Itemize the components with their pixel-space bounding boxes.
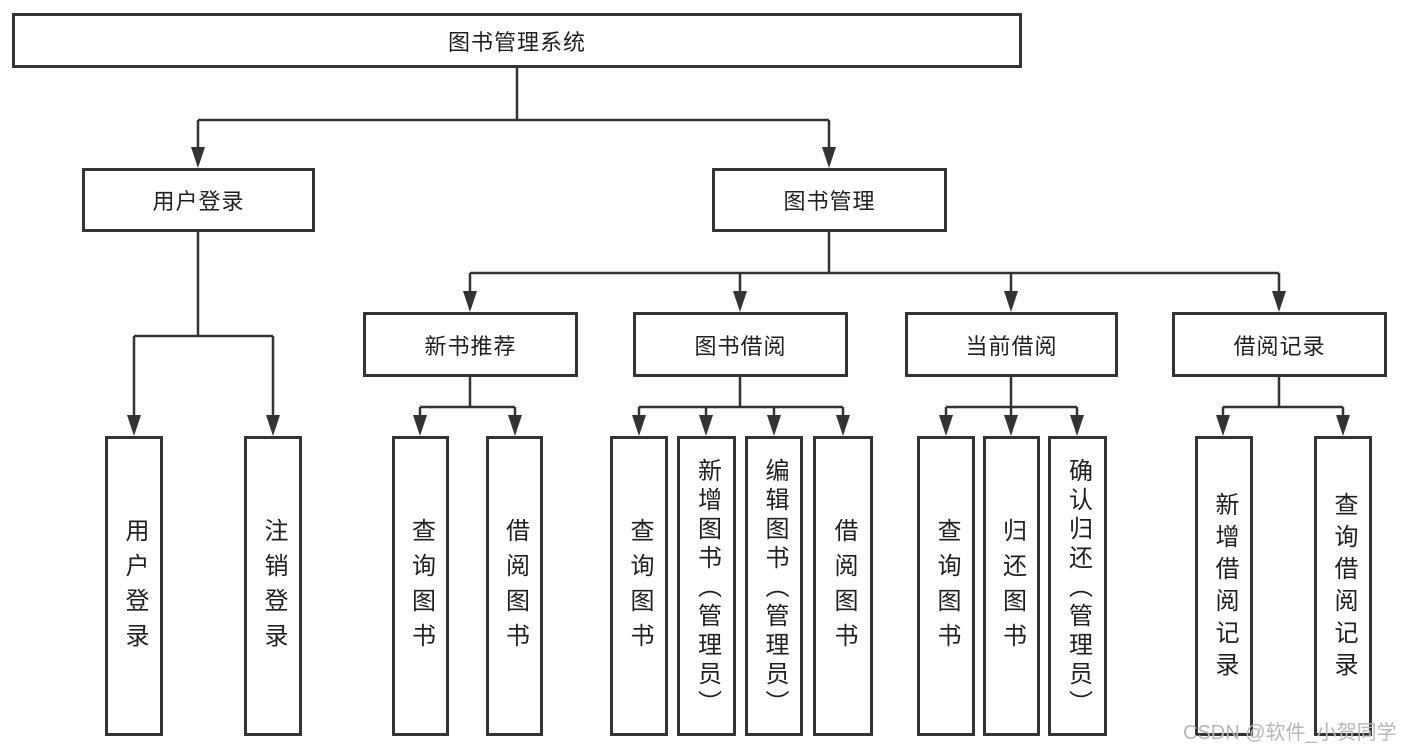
leaf-edit-books-admin: 编辑图书（管理员）	[745, 436, 803, 736]
leaf-query-books-recommend: 查询图书	[392, 436, 449, 736]
leaf-confirm-return-admin: 确认归还（管理员）	[1048, 436, 1107, 736]
leaf-return-books: 归还图书	[983, 436, 1040, 736]
leaf-borrow-books: 借阅图书	[813, 436, 873, 736]
leaf-add-books-admin: 新增图书（管理员）	[677, 436, 736, 736]
node-book-management: 图书管理	[712, 168, 947, 232]
leaf-add-borrow-record: 新增借阅记录	[1195, 436, 1253, 736]
csdn-watermark: CSDN @软件_小贺同学	[1183, 722, 1397, 744]
leaf-logout: 注销登录	[244, 436, 302, 736]
node-book-borrow: 图书借阅	[633, 312, 848, 377]
node-current-borrow: 当前借阅	[905, 312, 1118, 377]
node-new-book-recommend: 新书推荐	[363, 312, 578, 377]
leaf-query-books-borrow: 查询图书	[610, 436, 668, 736]
leaf-query-borrow-record: 查询借阅记录	[1314, 436, 1372, 736]
leaf-query-books-current: 查询图书	[917, 436, 975, 736]
node-user-login: 用户登录	[82, 168, 315, 232]
node-root-library-system: 图书管理系统	[12, 13, 1022, 68]
node-borrow-records: 借阅记录	[1172, 312, 1387, 377]
leaf-user-login: 用户登录	[105, 436, 163, 736]
leaf-borrow-books-recommend: 借阅图书	[486, 436, 543, 736]
